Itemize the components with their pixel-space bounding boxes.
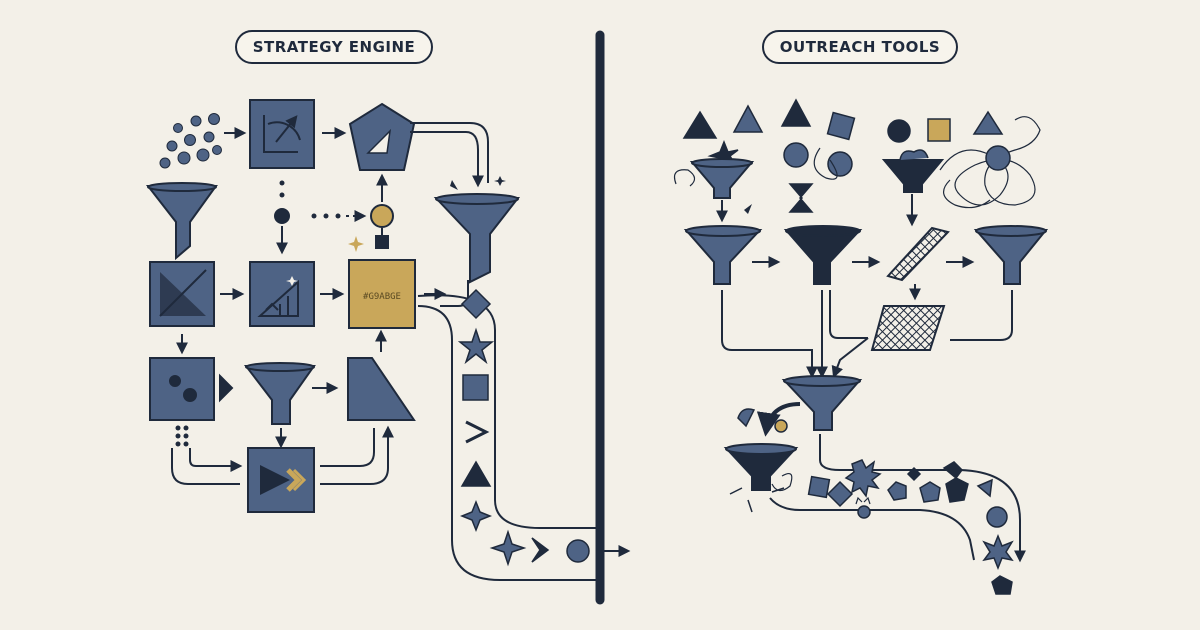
funnel-top-right xyxy=(881,159,945,193)
strategy-engine-diagram: #G9ABGE xyxy=(145,99,631,581)
output-shapes xyxy=(807,459,1014,595)
funnel-left xyxy=(145,185,218,261)
mesh-sheet-2 xyxy=(870,305,946,351)
gold-tag-label: #G9ABGE xyxy=(363,292,401,302)
outreach-tools-title: OUTREACH TOOLS xyxy=(762,30,958,64)
trapezoid-node xyxy=(347,357,416,421)
conveyor-shapes xyxy=(457,288,590,567)
dots-box xyxy=(149,357,215,421)
input-dots xyxy=(159,113,222,169)
funnel-mid xyxy=(243,365,316,425)
funnel-row-1 xyxy=(683,229,763,285)
outreach-tools-diagram xyxy=(673,98,1049,595)
funnel-row-2 xyxy=(783,229,863,285)
mesh-sheet-1 xyxy=(886,226,950,282)
input-shapes xyxy=(673,98,1004,213)
gold-tag-box xyxy=(348,259,416,329)
pentagon-node xyxy=(348,102,416,171)
funnel-right-left-panel xyxy=(433,197,521,284)
scribble-chaos xyxy=(939,116,1041,209)
gold-node xyxy=(370,204,394,228)
strategy-engine-title: STRATEGY ENGINE xyxy=(235,30,433,64)
funnel-row-4 xyxy=(973,229,1049,285)
